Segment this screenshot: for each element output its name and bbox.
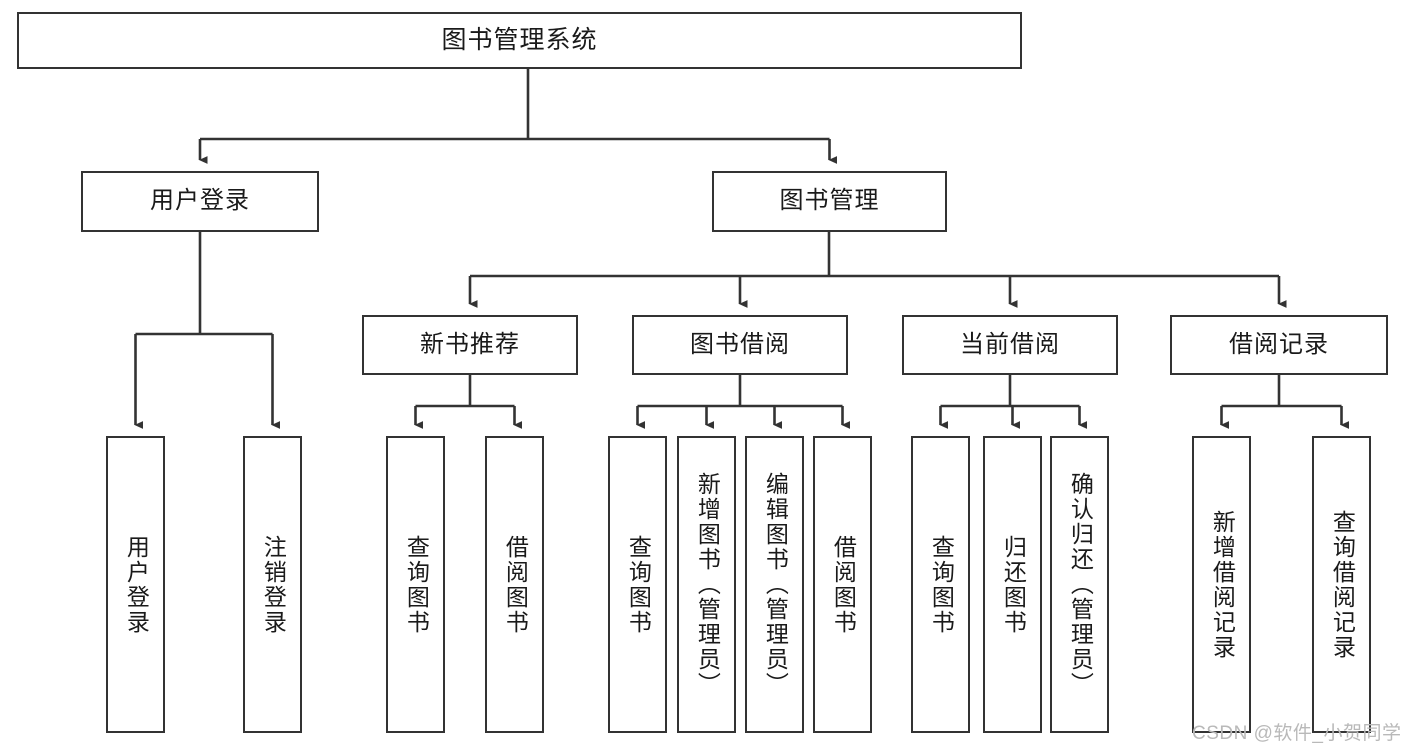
leaf-add-book-admin[interactable]: 新增图书（管理员） xyxy=(677,436,736,733)
csdn-watermark: CSDN @软件_小贺同学 xyxy=(1192,723,1402,744)
leaf-return-books[interactable]: 归还图书 xyxy=(983,436,1042,733)
leaf-confirm-return-admin[interactable]: 确认归还（管理员） xyxy=(1050,436,1109,733)
leaf-borrow-books-borrowing[interactable]: 借阅图书 xyxy=(813,436,872,733)
node-root-book-management-system[interactable]: 图书管理系统 xyxy=(17,12,1022,69)
node-book-borrowing[interactable]: 图书借阅 xyxy=(632,315,848,375)
node-new-book-recommendation[interactable]: 新书推荐 xyxy=(362,315,578,375)
leaf-borrow-books-recommendation[interactable]: 借阅图书 xyxy=(485,436,544,733)
node-user-login-module[interactable]: 用户登录 xyxy=(81,171,319,232)
leaf-edit-book-admin[interactable]: 编辑图书（管理员） xyxy=(745,436,804,733)
leaf-query-books-current[interactable]: 查询图书 xyxy=(911,436,970,733)
leaf-add-borrowing-record[interactable]: 新增借阅记录 xyxy=(1192,436,1251,733)
leaf-query-borrowing-record[interactable]: 查询借阅记录 xyxy=(1312,436,1371,733)
node-current-borrowing[interactable]: 当前借阅 xyxy=(902,315,1118,375)
node-book-management-module[interactable]: 图书管理 xyxy=(712,171,947,232)
leaf-user-login[interactable]: 用户登录 xyxy=(106,436,165,733)
leaf-query-books-recommendation[interactable]: 查询图书 xyxy=(386,436,445,733)
node-borrowing-records[interactable]: 借阅记录 xyxy=(1170,315,1388,375)
leaf-logout[interactable]: 注销登录 xyxy=(243,436,302,733)
leaf-query-books-borrowing[interactable]: 查询图书 xyxy=(608,436,667,733)
